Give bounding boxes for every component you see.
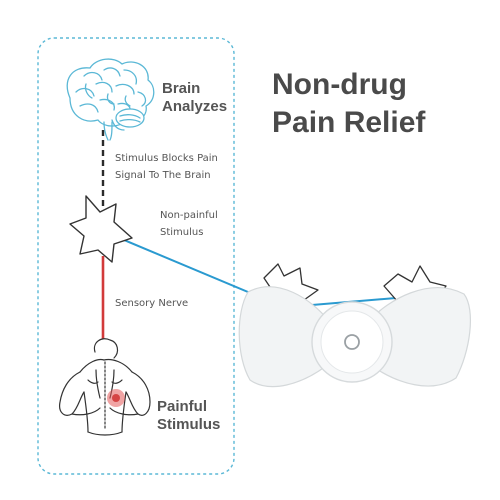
device-power-button[interactable] [344,334,360,350]
brain-label-line1: Brain [162,80,201,97]
page-title-line2: Pain Relief [272,106,426,139]
brain-label-line2: Analyzes [162,98,228,115]
sensory-nerve-label: Sensory Nerve [115,298,189,309]
painful-label-line2: Stimulus [157,416,221,433]
page-title-line1: Non-drug [272,68,407,101]
painful-label-line1: Painful [157,398,208,415]
blocks-label-line2: Signal To The Brain [115,170,211,181]
blocks-label-line1: Stimulus Blocks Pain [115,153,218,164]
page-title: Non-drug Pain Relief [272,66,425,142]
blocks-label: Stimulus Blocks Pain Signal To The Brain [115,150,218,184]
painful-label: Painful Stimulus [157,398,220,434]
brain-icon [66,58,155,141]
tens-device-icon [238,286,471,388]
dashed-panel [37,37,235,475]
pain-spot-core [112,394,120,402]
nonpainful-label: Non-painful Stimulus [160,207,218,241]
brain-label: Brain Analyzes [162,80,227,116]
neuron-star-icon [69,195,133,263]
back-pain-figure-icon [59,338,151,436]
connector-line [123,239,261,298]
nonpainful-label-line2: Stimulus [160,227,204,238]
nonpainful-label-line1: Non-painful [160,210,218,221]
